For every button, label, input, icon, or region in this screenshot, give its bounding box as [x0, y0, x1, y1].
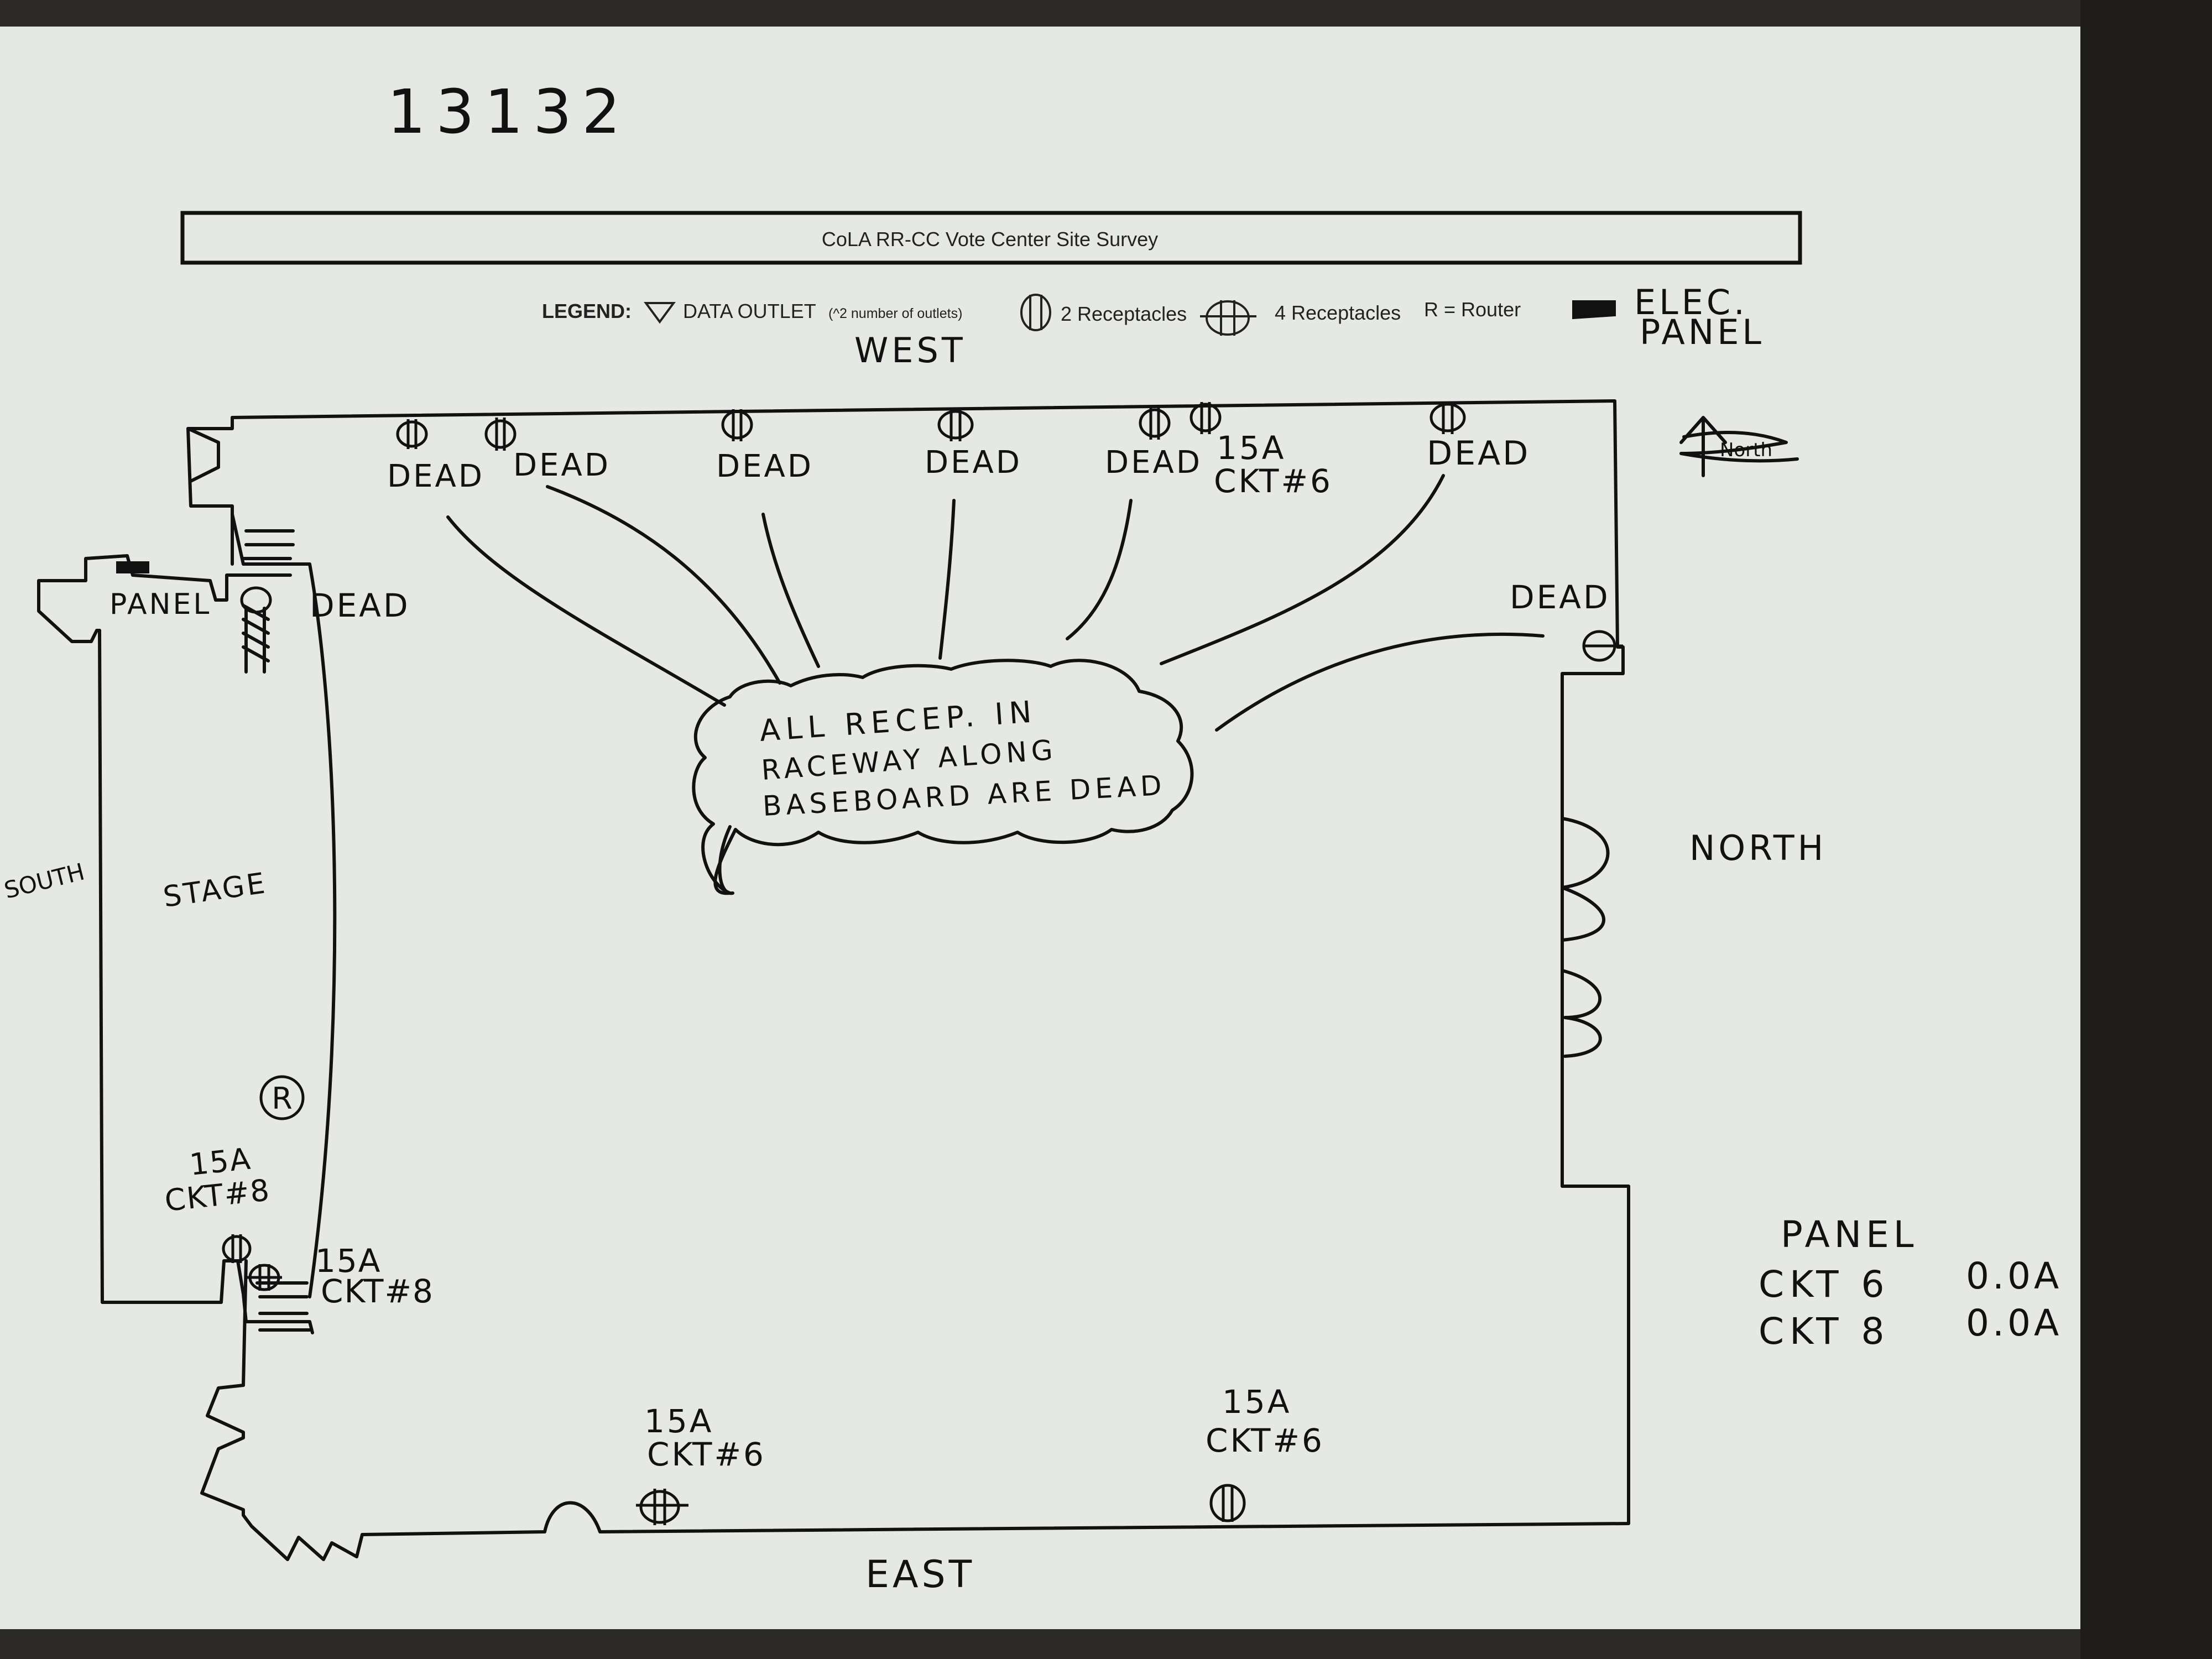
legend-router: R = Router: [1424, 298, 1521, 321]
panel-readings: PANEL CKT 6 0.0A CKT 8 0.0A: [1759, 1213, 2062, 1353]
north-dead-label: DEAD: [1510, 578, 1610, 616]
door-circuit-receptacle-icon: [246, 1264, 282, 1291]
receptacle-icon: [484, 418, 517, 451]
panel-room-label: PANEL: [109, 588, 211, 621]
legend-elec-panel-line1: ELEC.: [1634, 282, 1748, 322]
stage-circuit-receptacle-icon: [222, 1234, 252, 1263]
panel-reading-value: 0.0A: [1966, 1302, 2062, 1344]
east-right-circuit-amps: 15A: [1222, 1383, 1291, 1421]
panel-room-elec-panel-icon: [116, 561, 149, 573]
dead-label-2: DEAD: [513, 447, 611, 483]
stage-circuit-amps: 15A: [188, 1141, 253, 1182]
dead-label-6: DEAD: [1427, 434, 1530, 473]
elec-panel-icon: [1572, 300, 1616, 320]
receptacle-icon: [1430, 402, 1466, 434]
page-number: 13132: [387, 76, 630, 147]
two-receptacle-legend-icon: [1020, 294, 1051, 331]
legend-heading: LEGEND:: [542, 300, 632, 322]
data-outlet-triangle-icon: [644, 302, 676, 324]
west-circuit-amps: 15A: [1217, 429, 1286, 467]
receptacle-icon: [937, 409, 974, 441]
note-cloud: ALL RECEP. IN RACEWAY ALONG BASEBOARD AR…: [446, 474, 1545, 895]
east-left-circuit-number: CKT#6: [647, 1436, 766, 1473]
door-circuit-amps: 15A: [315, 1242, 381, 1280]
east-left-receptacle-icon: [636, 1489, 688, 1525]
stairs-west: [242, 529, 295, 577]
stage-circuit-number: CKT#8: [163, 1172, 272, 1218]
east-right-circuit-number: CKT#6: [1206, 1422, 1324, 1459]
form-title-box: [180, 211, 1802, 265]
north-receptacle-icon: [1582, 630, 1623, 662]
stage-receptacle-icon: [240, 586, 272, 674]
receptacle-icon: [1190, 402, 1222, 434]
stage-label: STAGE: [161, 867, 269, 914]
west-label: WEST: [854, 330, 966, 371]
legend-data-outlet: DATA OUTLET: [683, 300, 816, 322]
door-circuit-number: CKT#8: [321, 1272, 434, 1310]
north-arrow-icon: North: [1679, 416, 1799, 477]
north-label: NORTH: [1689, 828, 1827, 868]
legend-four-receptacles: 4 Receptacles: [1275, 301, 1401, 324]
receptacle-icon: [396, 419, 428, 449]
west-circuit-number: CKT#6: [1214, 462, 1333, 500]
east-label: EAST: [865, 1553, 975, 1597]
legend-data-outlet-note: (^2 number of outlets): [828, 306, 962, 321]
dead-label-4: DEAD: [925, 445, 1022, 481]
dead-label-3: DEAD: [716, 448, 813, 484]
legend-elec-panel-line2: PANEL: [1640, 312, 1765, 352]
desk-background: [2080, 0, 2212, 1659]
receptacle-icon: [721, 409, 753, 441]
form-title: CoLA RR-CC Vote Center Site Survey: [822, 228, 1158, 251]
router-icon: R: [259, 1075, 305, 1120]
dead-label-1: DEAD: [387, 458, 484, 494]
building-outline: [37, 399, 1630, 1561]
panel-reading-circuit: CKT 8: [1759, 1310, 1890, 1353]
legend-two-receptacles: 2 Receptacles: [1061, 302, 1187, 325]
legend: LEGEND: DATA OUTLET (^2 number of outlet…: [542, 282, 1765, 352]
stairs-east: [255, 1281, 311, 1332]
four-receptacle-legend-icon: [1200, 300, 1256, 336]
svg-text:R: R: [272, 1081, 293, 1116]
dead-label-5: DEAD: [1105, 445, 1202, 481]
south-label: SOUTH: [2, 858, 87, 904]
north-arrow-label: North: [1720, 439, 1772, 461]
panel-reading-circuit: CKT 6: [1759, 1263, 1890, 1306]
west-wall-receptacles: [396, 402, 1466, 451]
panel-readings-title: PANEL: [1781, 1213, 1918, 1256]
east-left-circuit-amps: 15A: [644, 1402, 713, 1440]
receptacle-icon: [1139, 408, 1171, 440]
east-right-receptacle-icon: [1209, 1484, 1246, 1522]
stage-dead-label: DEAD: [310, 587, 410, 624]
panel-reading-value: 0.0A: [1966, 1255, 2062, 1297]
survey-sheet: [0, 27, 2080, 1629]
